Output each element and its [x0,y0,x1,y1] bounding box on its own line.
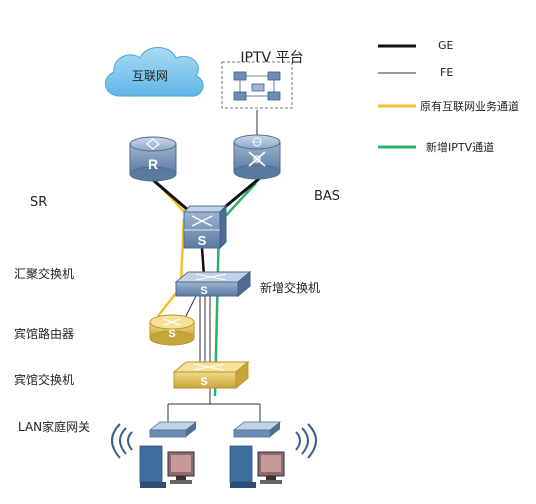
server-icon [233,71,281,101]
switch-arrows-icon [195,273,227,281]
aggregation-switch-mark: S [200,285,207,297]
lan-gateway-label: LAN家庭网关 [18,419,90,434]
switch-arrows-icon [191,215,213,227]
fe-link-1 [183,295,197,321]
core-switch: S [182,204,228,250]
core-switch-mark: S [198,233,207,248]
iptv-platform: IPTV 平台 [221,50,304,109]
hotel-switch: S [172,360,250,390]
sr-router-mark: R [148,156,158,172]
ge-link-core-agg [200,247,206,277]
aggregation-switch-label: 汇聚交换机 [14,266,74,281]
sr-router: R [129,136,177,182]
hotel-switch-label: 宾馆交换机 [14,372,74,387]
computer-icon [229,445,285,488]
legend-label-fe: FE [440,66,453,79]
wifi-signal-icon [111,423,133,459]
hotel-switch-mark: S [200,376,207,388]
iptv-platform-label: IPTV 平台 [240,50,303,66]
aggregation-switch: S [174,270,252,298]
hotel-router: S [149,314,195,346]
bas-device [233,134,281,180]
gateway-icon [148,421,198,438]
legend-item-internet-channel: 原有互联网业务通道 [378,99,519,113]
client-left [111,421,198,488]
router-icon [146,138,160,150]
router-arrows-icon [163,318,181,326]
client-right [229,421,317,488]
computer-icon [139,445,195,488]
gateway-icon [232,421,282,438]
globe-icon [252,137,262,147]
wifi-signal-icon [295,423,317,459]
legend-label-internet-channel: 原有互联网业务通道 [420,99,519,113]
legend: GE FE 原有互联网业务通道 新增IPTV通道 [378,39,519,154]
legend-item-iptv-channel: 新增IPTV通道 [378,140,494,154]
internet-cloud: 互联网 [105,47,204,97]
new-switch-label: 新增交换机 [260,280,320,295]
bas-label: BAS [314,189,340,204]
legend-item-ge: GE [378,39,454,52]
legend-label-iptv-channel: 新增IPTV通道 [426,140,494,154]
switch-arrows-icon [193,363,225,371]
hotel-router-label: 宾馆路由器 [14,326,74,341]
hotel-router-mark: S [168,328,175,340]
legend-label-ge: GE [438,39,454,52]
sr-label: SR [30,195,47,210]
cross-arrows-icon [248,151,266,167]
legend-item-fe: FE [378,66,453,79]
links [152,110,261,424]
internet-label: 互联网 [132,69,168,83]
